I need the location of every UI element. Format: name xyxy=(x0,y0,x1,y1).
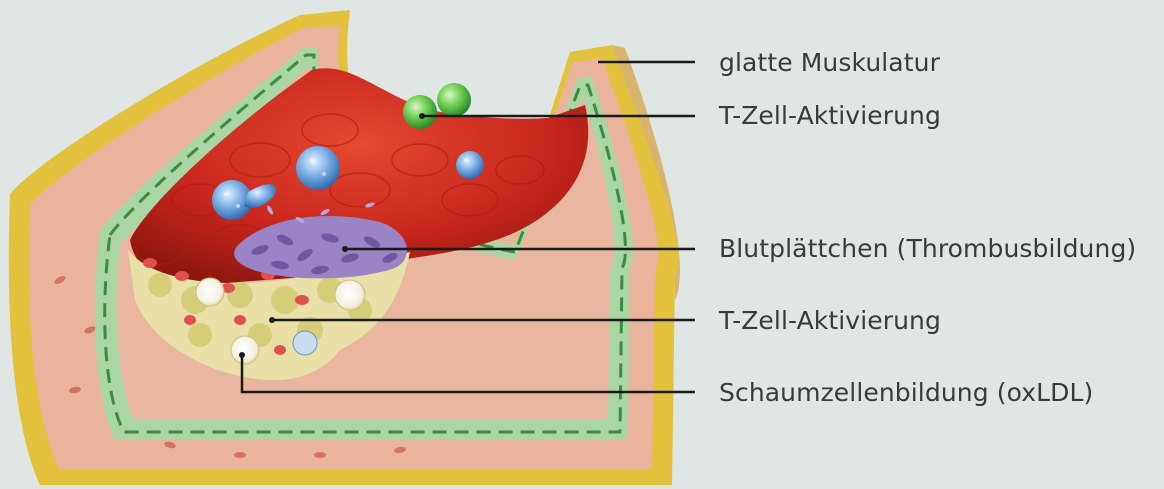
label-platelets-thrombus: Blutplättchen (Thrombusbildung) xyxy=(719,234,1136,264)
label-t-cell-activation-lumen: T-Zell-Aktivierung xyxy=(719,101,941,131)
label-smooth-muscle: glatte Muskulatur xyxy=(719,48,940,78)
label-t-cell-activation-plaque: T-Zell-Aktivierung xyxy=(719,306,941,336)
label-foam-cell-formation: Schaumzellenbildung (oxLDL) xyxy=(719,378,1093,408)
